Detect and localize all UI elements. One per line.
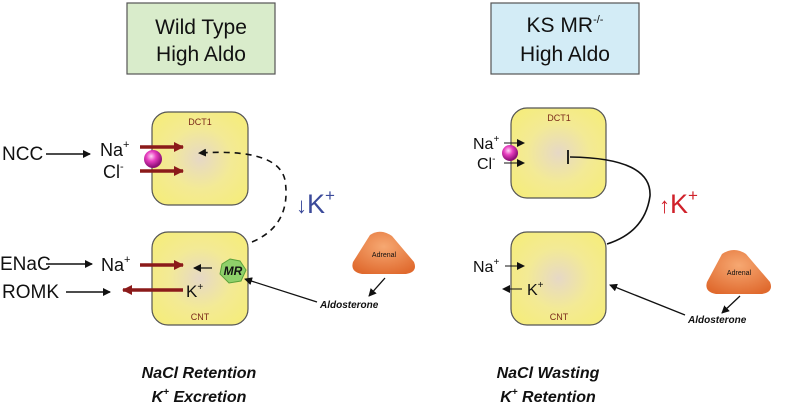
right-inhibition-curve	[569, 156, 651, 245]
right-k-direction: ↑	[659, 193, 670, 218]
left-adrenal-label: Adrenal	[372, 252, 397, 259]
right-title-line2: High Aldo	[520, 43, 610, 66]
right-cnt-na: Na+	[473, 257, 499, 276]
right-adrenal-gland	[706, 250, 771, 294]
right-title-box	[490, 2, 640, 75]
left-title-box	[126, 2, 276, 75]
left-mr-label: MR	[224, 264, 243, 278]
right-cnt-label: CNT	[550, 312, 569, 322]
right-aldo-to-cnt-arrow	[609, 283, 686, 316]
left-title-line1: Wild Type	[155, 16, 247, 39]
left-outcome-line2: K+ Excretion	[152, 387, 247, 405]
left-dct1-label: DCT1	[188, 117, 212, 127]
left-title-line2: High Aldo	[156, 43, 246, 66]
right-k-signal: ↑K+	[659, 186, 698, 219]
right-dct-cl: Cl-	[477, 154, 495, 173]
right-cnt-na-charge: +	[493, 257, 499, 268]
right-dct1-label: DCT1	[547, 113, 571, 123]
left-ncc-transporter	[144, 150, 162, 168]
right-cnt-cell	[510, 231, 607, 326]
left-cnt-k: K+	[186, 282, 203, 301]
right-dct-na-charge: +	[493, 134, 499, 145]
right-panel: KS MR-/- High Aldo DCT1 CNT Na+ Cl- ↑ K+ …	[473, 2, 771, 405]
right-ncc-transporter	[502, 145, 518, 161]
left-k-signal-charge: +	[325, 186, 335, 205]
right-dct-cl-charge: -	[492, 154, 495, 165]
left-cnt-na-charge: +	[124, 254, 130, 266]
left-dct-na: Na+	[100, 139, 129, 160]
left-dct-cl-charge: -	[120, 161, 124, 173]
left-mr-receptor	[219, 258, 247, 284]
right-adrenal-arrow	[721, 295, 741, 314]
right-k-signal-charge: +	[688, 186, 698, 205]
right-outcome-line2: K+ Retention	[500, 387, 596, 405]
right-title-superscript: -/-	[593, 14, 604, 26]
left-aldo-to-mr-arrow	[244, 277, 318, 303]
left-outcome-charge: +	[163, 387, 169, 398]
left-romk-label: ROMK	[2, 282, 59, 303]
right-outcome-charge: +	[512, 387, 518, 398]
left-dct-cl: Cl-	[103, 161, 124, 182]
left-cnt-k-charge: +	[197, 282, 203, 293]
right-adrenal-label: Adrenal	[727, 270, 752, 277]
right-outcome-line1: NaCl Wasting	[497, 365, 600, 382]
left-k-direction: ↓	[296, 193, 307, 218]
left-aldosterone-label: Aldosterone	[319, 300, 379, 311]
right-dct-na: Na+	[473, 134, 499, 153]
left-dct-na-charge: +	[123, 139, 129, 151]
right-aldosterone-label: Aldosterone	[687, 315, 747, 326]
left-outcome-line1: NaCl Retention	[142, 365, 257, 382]
left-panel: Wild Type High Aldo DCT1 CNT NCC Na+ Cl-…	[0, 2, 415, 405]
left-adrenal-gland	[352, 231, 415, 274]
left-k-signal: ↓K+	[296, 186, 335, 219]
left-ncc-label: NCC	[2, 144, 43, 165]
left-feedback-dashed	[198, 148, 287, 243]
left-adrenal-arrow	[368, 277, 386, 297]
left-cnt-na: Na+	[101, 254, 130, 275]
left-cnt-label: CNT	[191, 312, 210, 322]
left-enac-label: ENaC	[0, 254, 51, 275]
right-cnt-k-charge: +	[538, 280, 544, 291]
right-title-line1: KS MR-/-	[527, 14, 604, 37]
right-cnt-k: K+	[527, 280, 544, 299]
